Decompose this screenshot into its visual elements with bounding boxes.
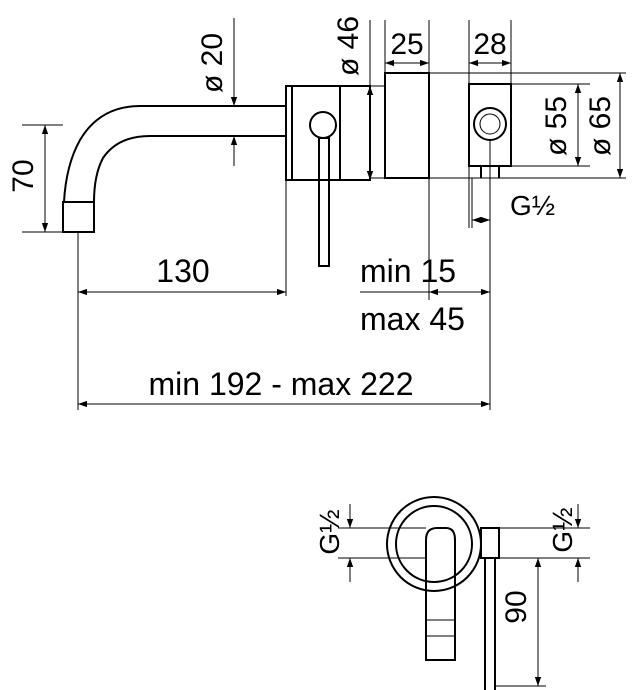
wall-flange: [370, 72, 430, 179]
front-rosette: [386, 496, 482, 592]
dia55-label: ø 55: [540, 96, 573, 156]
min15-label: min 15: [360, 253, 456, 289]
length130-label: 130: [156, 253, 209, 289]
g12-front-right-label: G½: [547, 507, 578, 552]
dia65-label: ø 65: [584, 96, 617, 156]
front-view: G½ G½ 90: [314, 496, 590, 690]
front-dimension-lines: [346, 504, 582, 686]
g12-front-left-label: G½: [314, 509, 345, 554]
mixer-body: [285, 85, 371, 267]
width25-label: 25: [390, 28, 423, 61]
front-lever: [425, 527, 456, 661]
width28-label: 28: [473, 28, 506, 61]
spout: [62, 105, 286, 233]
dia20-label: ø 20: [196, 33, 229, 93]
g12-side-label: G½: [510, 190, 555, 221]
dimension-lines: [41, 59, 624, 408]
dia46-label: ø 46: [332, 16, 365, 76]
height70-label: 70: [7, 159, 40, 192]
max45-label: max 45: [360, 301, 465, 337]
side-view: ø 20 ø 46 25 28 ø 55 ø 65 70 G½ 130 min …: [7, 16, 626, 410]
total-length-label: min 192 - max 222: [148, 366, 413, 402]
height90-label: 90: [500, 590, 533, 623]
front-outlet: [480, 527, 500, 690]
